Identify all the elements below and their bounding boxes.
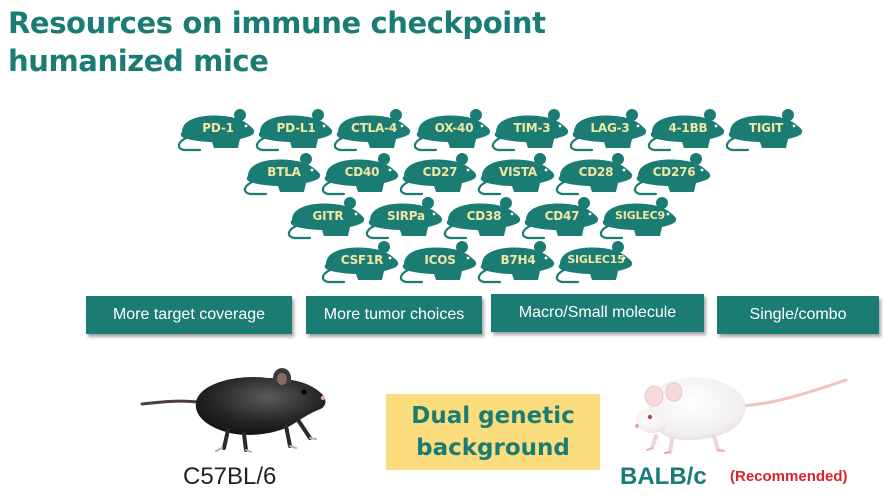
mouse-silhouette-icon (333, 109, 411, 152)
title-line-2: humanized mice (8, 44, 269, 78)
dual-line-2: background (416, 435, 570, 461)
mouse-silhouette-icon (599, 197, 677, 240)
target-mouse: PD-1 (174, 108, 258, 154)
black-mouse-photo (140, 368, 326, 453)
target-mouse: 4-1BB (644, 108, 728, 154)
page-title: Resources on immune checkpoint humanized… (8, 4, 546, 80)
target-mouse: CSF1R (318, 240, 402, 286)
target-mouse: OX-40 (410, 108, 494, 154)
target-label: VISTA (499, 165, 537, 179)
dual-genetic-background-text: Dual genetic background (386, 400, 600, 464)
target-mouse: PD-L1 (252, 108, 336, 154)
target-mouse: CD276 (630, 152, 714, 198)
mouse-silhouette-icon (555, 153, 633, 196)
target-label: CTLA-4 (350, 121, 398, 135)
target-mouse: BTLA (240, 152, 324, 198)
target-label: CSF1R (340, 253, 384, 267)
target-label: LAG-3 (590, 121, 630, 135)
mouse-silhouette-icon (243, 153, 321, 196)
target-mouse: LAG-3 (566, 108, 650, 154)
mouse-silhouette-icon (725, 109, 803, 152)
target-label: PD-1 (202, 121, 234, 135)
target-mouse: CD40 (318, 152, 402, 198)
mouse-silhouette-icon (477, 241, 555, 284)
target-label: CD40 (344, 165, 380, 179)
target-label: B7H4 (500, 253, 536, 267)
target-label: CD28 (578, 165, 614, 179)
target-label: SIGLEC9 (615, 209, 665, 222)
mouse-silhouette-icon (491, 109, 569, 152)
target-label: ICOS (424, 253, 456, 267)
dual-line-1: Dual genetic (411, 403, 575, 429)
mouse-silhouette-icon (321, 153, 399, 196)
mouse-silhouette-icon (477, 153, 555, 196)
feature-target-coverage: More target coverage (86, 296, 292, 334)
mouse-silhouette-icon (399, 153, 477, 196)
mouse-silhouette-icon (399, 241, 477, 284)
feature-single-combo: Single/combo (717, 296, 879, 334)
target-label: SIGLEC15 (567, 253, 625, 266)
target-label: GITR (312, 209, 344, 223)
mouse-silhouette-icon (633, 153, 711, 196)
target-mouse: TIM-3 (488, 108, 572, 154)
mouse-silhouette-icon (555, 241, 633, 284)
strain-c57bl6: C57BL/6 (183, 463, 277, 490)
target-mouse: CD47 (518, 196, 602, 242)
feature-macro-small-molecule: Macro/Small molecule (491, 294, 704, 332)
target-mouse: B7H4 (474, 240, 558, 286)
target-mouse: SIRPa (362, 196, 446, 242)
target-mouse: CD27 (396, 152, 480, 198)
target-label: CD276 (652, 165, 696, 179)
target-label: SIRPa (387, 209, 425, 223)
target-label: CD47 (544, 209, 580, 223)
mouse-silhouette-icon (569, 109, 647, 152)
target-label: TIM-3 (513, 121, 551, 135)
mouse-silhouette-icon (321, 241, 399, 284)
target-mouse: GITR (284, 196, 368, 242)
target-label: PD-L1 (276, 121, 316, 135)
recommended-note: (Recommended) (730, 468, 848, 485)
title-line-1: Resources on immune checkpoint (8, 6, 546, 40)
mouse-silhouette-icon (647, 109, 725, 152)
white-mouse-photo (635, 377, 848, 454)
dual-genetic-background-box: Dual genetic background (386, 394, 600, 470)
mouse-silhouette-icon (413, 109, 491, 152)
mouse-silhouette-icon (521, 197, 599, 240)
target-mouse: ICOS (396, 240, 480, 286)
mouse-silhouette-icon (287, 197, 365, 240)
target-mouse: CTLA-4 (330, 108, 414, 154)
feature-tumor-choices: More tumor choices (306, 296, 482, 334)
target-label: TIGIT (748, 121, 784, 135)
strain-balbc: BALB/c (620, 463, 707, 490)
target-mouse: SIGLEC9 (596, 196, 680, 242)
target-mouse: TIGIT (722, 108, 806, 154)
target-label: CD27 (422, 165, 458, 179)
target-mouse: SIGLEC15 (552, 240, 636, 286)
target-label: CD38 (466, 209, 502, 223)
mouse-silhouette-icon (255, 109, 333, 152)
target-mouse: CD38 (440, 196, 524, 242)
mouse-silhouette-icon (443, 197, 521, 240)
mouse-silhouette-icon (177, 109, 255, 152)
mouse-silhouette-icon (365, 197, 443, 240)
target-label: 4-1BB (668, 121, 708, 135)
target-mouse: CD28 (552, 152, 636, 198)
target-mouse: VISTA (474, 152, 558, 198)
target-label: BTLA (267, 165, 301, 179)
target-label: OX-40 (434, 121, 474, 135)
